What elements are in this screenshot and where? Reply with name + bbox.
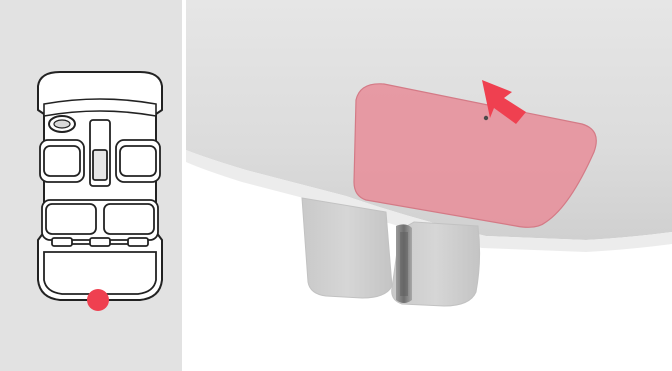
roof-panel-illustration-icon: [186, 0, 672, 371]
car-overview-panel: [0, 0, 182, 371]
car-top-view-diagram-icon: [0, 0, 182, 371]
closeup-panel: [186, 0, 672, 371]
location-dot-icon: [87, 289, 109, 311]
